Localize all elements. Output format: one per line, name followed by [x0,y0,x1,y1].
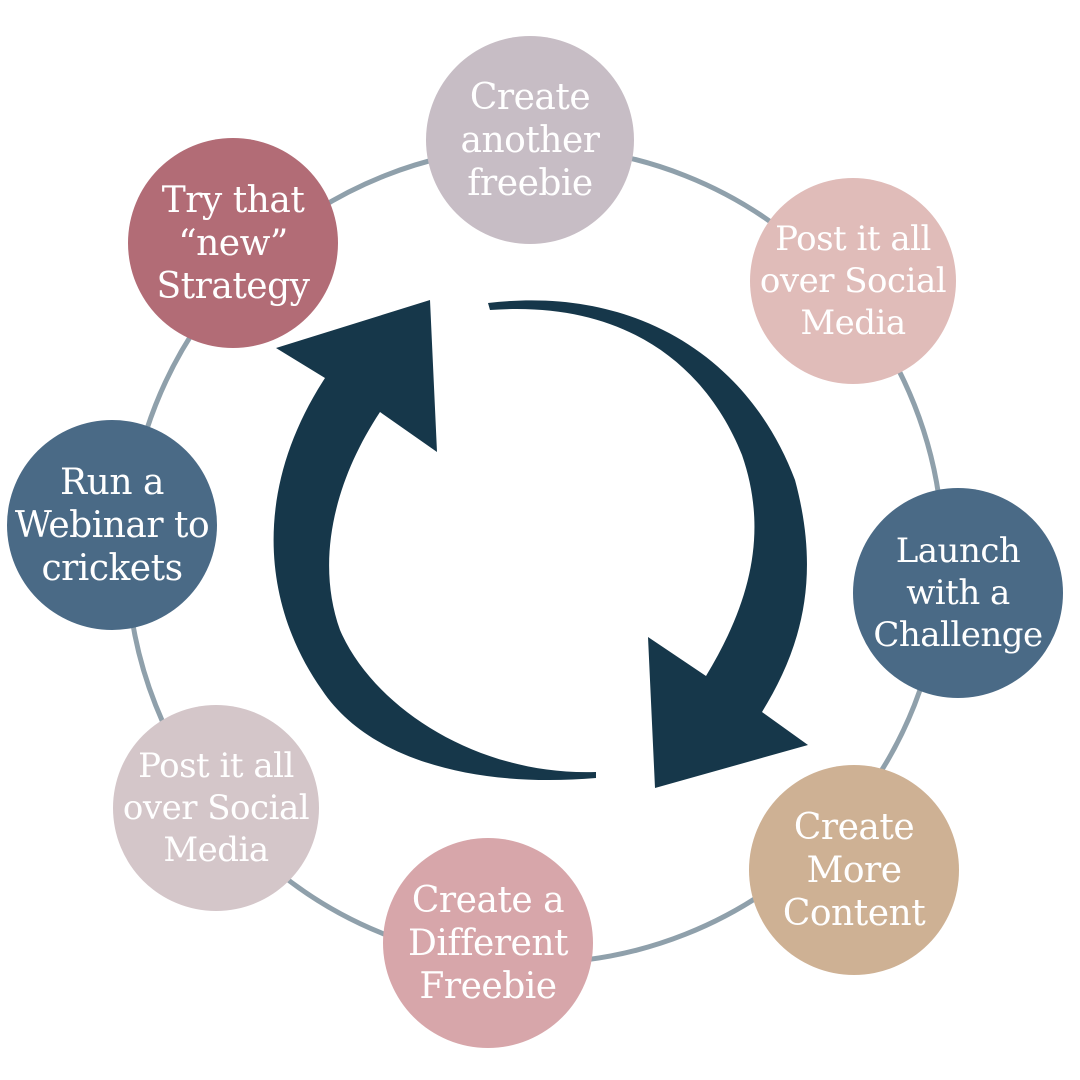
node-label: Run a Webinar to crickets [14,461,210,589]
cycle-arrow-right-icon [488,300,808,788]
node-label: Try that “new” Strategy [156,179,310,307]
node-launch-challenge: Launch with a Challenge [853,488,1063,698]
node-label: Create a Different Freebie [408,879,569,1007]
node-run-webinar: Run a Webinar to crickets [7,420,217,630]
node-label: Create another freebie [460,76,601,204]
node-create-more-content: Create More Content [749,765,959,975]
node-post-social-media-1: Post it all over Social Media [750,178,956,384]
node-try-new-strategy: Try that “new” Strategy [128,138,338,348]
node-create-another-freebie: Create another freebie [426,36,634,244]
node-label: Launch with a Challenge [873,531,1043,655]
cycle-arrow-left-icon [273,300,596,781]
node-post-social-media-2: Post it all over Social Media [113,705,319,911]
node-create-different-freebie: Create a Different Freebie [383,838,593,1048]
node-label: Create More Content [782,806,926,934]
node-label: Post it all over Social Media [759,219,947,343]
node-label: Post it all over Social Media [122,746,310,870]
